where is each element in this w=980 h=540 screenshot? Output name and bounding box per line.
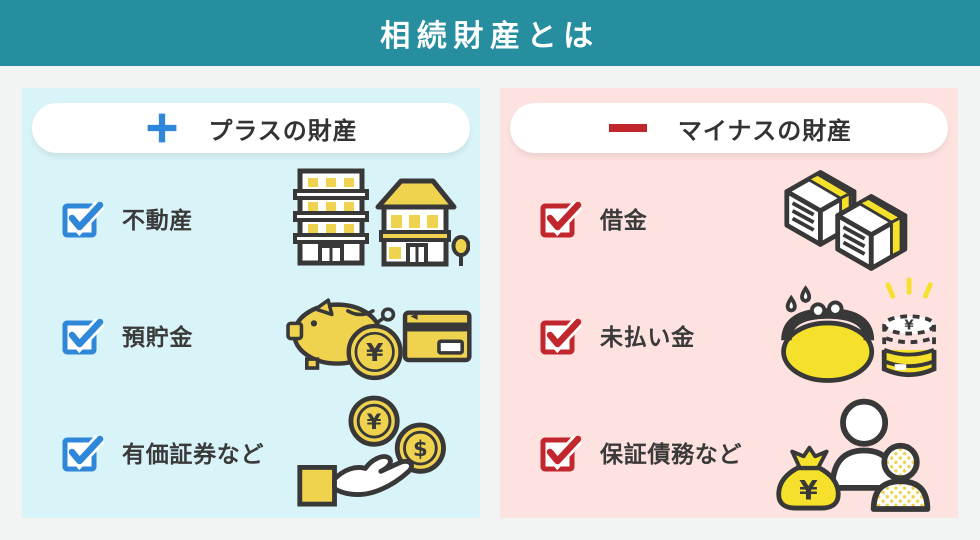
minus-assets-list: 借金 [500, 159, 958, 512]
money-bundles-icon [758, 158, 950, 278]
title-bar: 相続財産とは [0, 0, 980, 66]
item-label: 預貯金 [122, 324, 194, 351]
buildings-icon [280, 165, 472, 271]
list-item-savings: 預貯金 ¥ [22, 276, 480, 393]
svg-text:¥: ¥ [904, 319, 914, 334]
item-label: 有価証券など [122, 441, 265, 468]
panel-plus-assets: プラスの財産 不動産 [22, 88, 480, 518]
item-label: 保証債務など [600, 441, 743, 468]
purse-coin-stack-icon: ¥ [758, 277, 950, 392]
minus-icon [606, 122, 650, 134]
list-item-real-estate: 不動産 [22, 159, 480, 276]
panels-container: プラスの財産 不動産 [0, 66, 980, 540]
panel-minus-assets: マイナスの財産 借金 [500, 88, 958, 518]
checkbox-checked-icon [62, 432, 104, 472]
checkbox-checked-icon [62, 198, 104, 238]
hand-coins-icon: ¥ $ [280, 394, 472, 510]
list-item-debt: 借金 [500, 159, 958, 276]
checkbox-checked-icon [540, 198, 582, 238]
item-label: 不動産 [122, 207, 194, 234]
list-item-guarantee: 保証債務など [500, 391, 958, 512]
svg-text:$: $ [413, 436, 428, 461]
checkbox-checked-icon [62, 315, 104, 355]
svg-text:¥: ¥ [799, 475, 818, 506]
money-bag-people-icon: ¥ [758, 391, 950, 512]
minus-assets-label: マイナスの財産 [677, 116, 853, 145]
svg-text:¥: ¥ [367, 409, 382, 434]
plus-icon [144, 110, 180, 146]
piggy-bank-card-icon: ¥ [280, 283, 472, 387]
plus-assets-header: プラスの財産 [32, 103, 470, 153]
item-label: 未払い金 [600, 324, 695, 351]
svg-text:¥: ¥ [366, 337, 384, 366]
page-title: 相続財産とは [380, 19, 600, 54]
item-label: 借金 [600, 207, 648, 234]
checkbox-checked-icon [540, 432, 582, 472]
minus-assets-header: マイナスの財産 [510, 103, 948, 153]
list-item-securities: 有価証券など ¥ $ [22, 393, 480, 510]
plus-assets-label: プラスの財産 [208, 116, 358, 145]
list-item-unpaid: 未払い金 [500, 276, 958, 393]
plus-assets-list: 不動産 [22, 159, 480, 510]
checkbox-checked-icon [540, 315, 582, 355]
